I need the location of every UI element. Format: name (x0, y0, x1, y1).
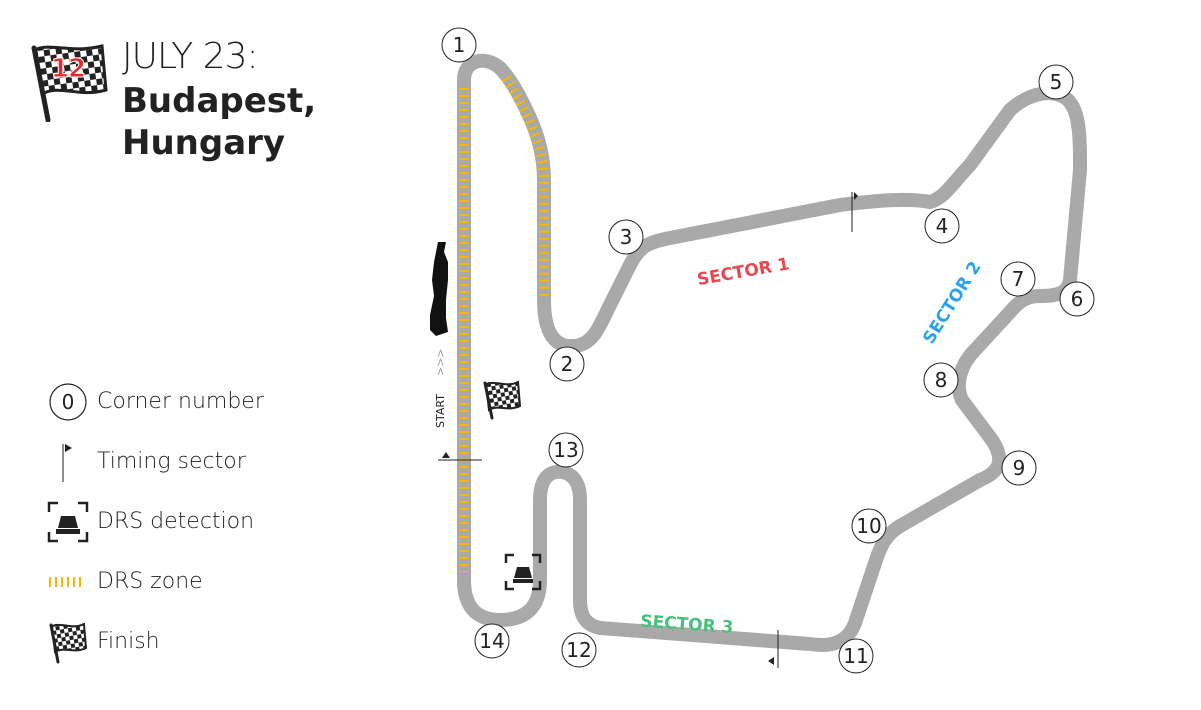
corner-marker-8: 8 (923, 362, 959, 398)
drs-zone-icon (49, 577, 81, 587)
corner-marker-6: 6 (1059, 281, 1095, 317)
timing-sector-marker-3 (768, 630, 779, 668)
corner-marker-4: 4 (924, 208, 960, 244)
corner-marker-14: 14 (474, 623, 510, 659)
start-finish-line (438, 452, 482, 461)
svg-text:14: 14 (479, 629, 504, 653)
race-location: Budapest, Hungary (122, 80, 316, 164)
race-number: 12 (50, 54, 86, 85)
race-city: Budapest, (122, 81, 317, 121)
svg-text:START: START (434, 394, 447, 428)
svg-text:0: 0 (62, 390, 75, 414)
corner-marker-1: 1 (441, 27, 477, 63)
finish-flag-icon (49, 622, 88, 664)
svg-text:11: 11 (843, 644, 868, 668)
race-car-icon (430, 242, 448, 336)
corner-marker-13: 13 (548, 432, 584, 468)
legend-item-timing-sector: Timing sector (46, 440, 306, 484)
timing-sector-marker-1 (851, 192, 858, 232)
legend-label-drs-detection: DRS detection (97, 509, 255, 534)
race-country: Hungary (122, 123, 286, 163)
svg-text:13: 13 (553, 438, 578, 462)
legend-item-drs-detection: DRS detection (46, 500, 306, 544)
legend-item-corner: 0 Corner number (46, 380, 306, 424)
svg-text:4: 4 (936, 214, 949, 238)
drs-detection-marker (504, 553, 542, 591)
svg-text:6: 6 (1071, 287, 1084, 311)
svg-text:9: 9 (1013, 456, 1026, 480)
corner-marker-7: 7 (1000, 261, 1036, 297)
corner-marker-9: 9 (1001, 450, 1037, 486)
svg-text:5: 5 (1050, 70, 1063, 94)
race-date: JULY 23: (122, 36, 259, 77)
corner-marker-12: 12 (561, 632, 597, 668)
svg-text:10: 10 (856, 514, 881, 538)
corner-number-icon: 0 (49, 383, 87, 421)
checkered-flag-icon (31, 44, 108, 122)
svg-text:8: 8 (935, 368, 948, 392)
drs-detection-icon (47, 501, 89, 543)
corner-marker-11: 11 (838, 638, 874, 674)
finish-flag-marker (483, 380, 522, 420)
corner-marker-3: 3 (608, 219, 644, 255)
timing-sector-icon (62, 444, 72, 482)
svg-text:2: 2 (561, 352, 574, 376)
svg-text:7: 7 (1012, 267, 1025, 291)
legend-item-drs-zone: DRS zone (46, 560, 306, 604)
corner-marker-5: 5 (1038, 64, 1074, 100)
sector-2-label: SECTOR 2 (919, 258, 985, 348)
corner-marker-10: 10 (851, 508, 887, 544)
corner-marker-2: 2 (549, 346, 585, 382)
legend-item-finish: Finish (46, 620, 306, 664)
legend-label-corner: Corner number (97, 389, 264, 414)
svg-text:>>>: >>> (434, 348, 447, 376)
legend-label-drs-zone: DRS zone (97, 569, 203, 594)
sector-1-label: SECTOR 1 (696, 254, 791, 290)
svg-text:12: 12 (566, 638, 591, 662)
start-label: START >>> (434, 348, 447, 428)
race-header: 12 JULY 23: Budapest, Hungary (30, 36, 350, 176)
svg-text:1: 1 (453, 33, 466, 57)
legend-label-timing-sector: Timing sector (97, 449, 246, 474)
svg-text:3: 3 (620, 225, 633, 249)
legend-label-finish: Finish (97, 629, 160, 654)
